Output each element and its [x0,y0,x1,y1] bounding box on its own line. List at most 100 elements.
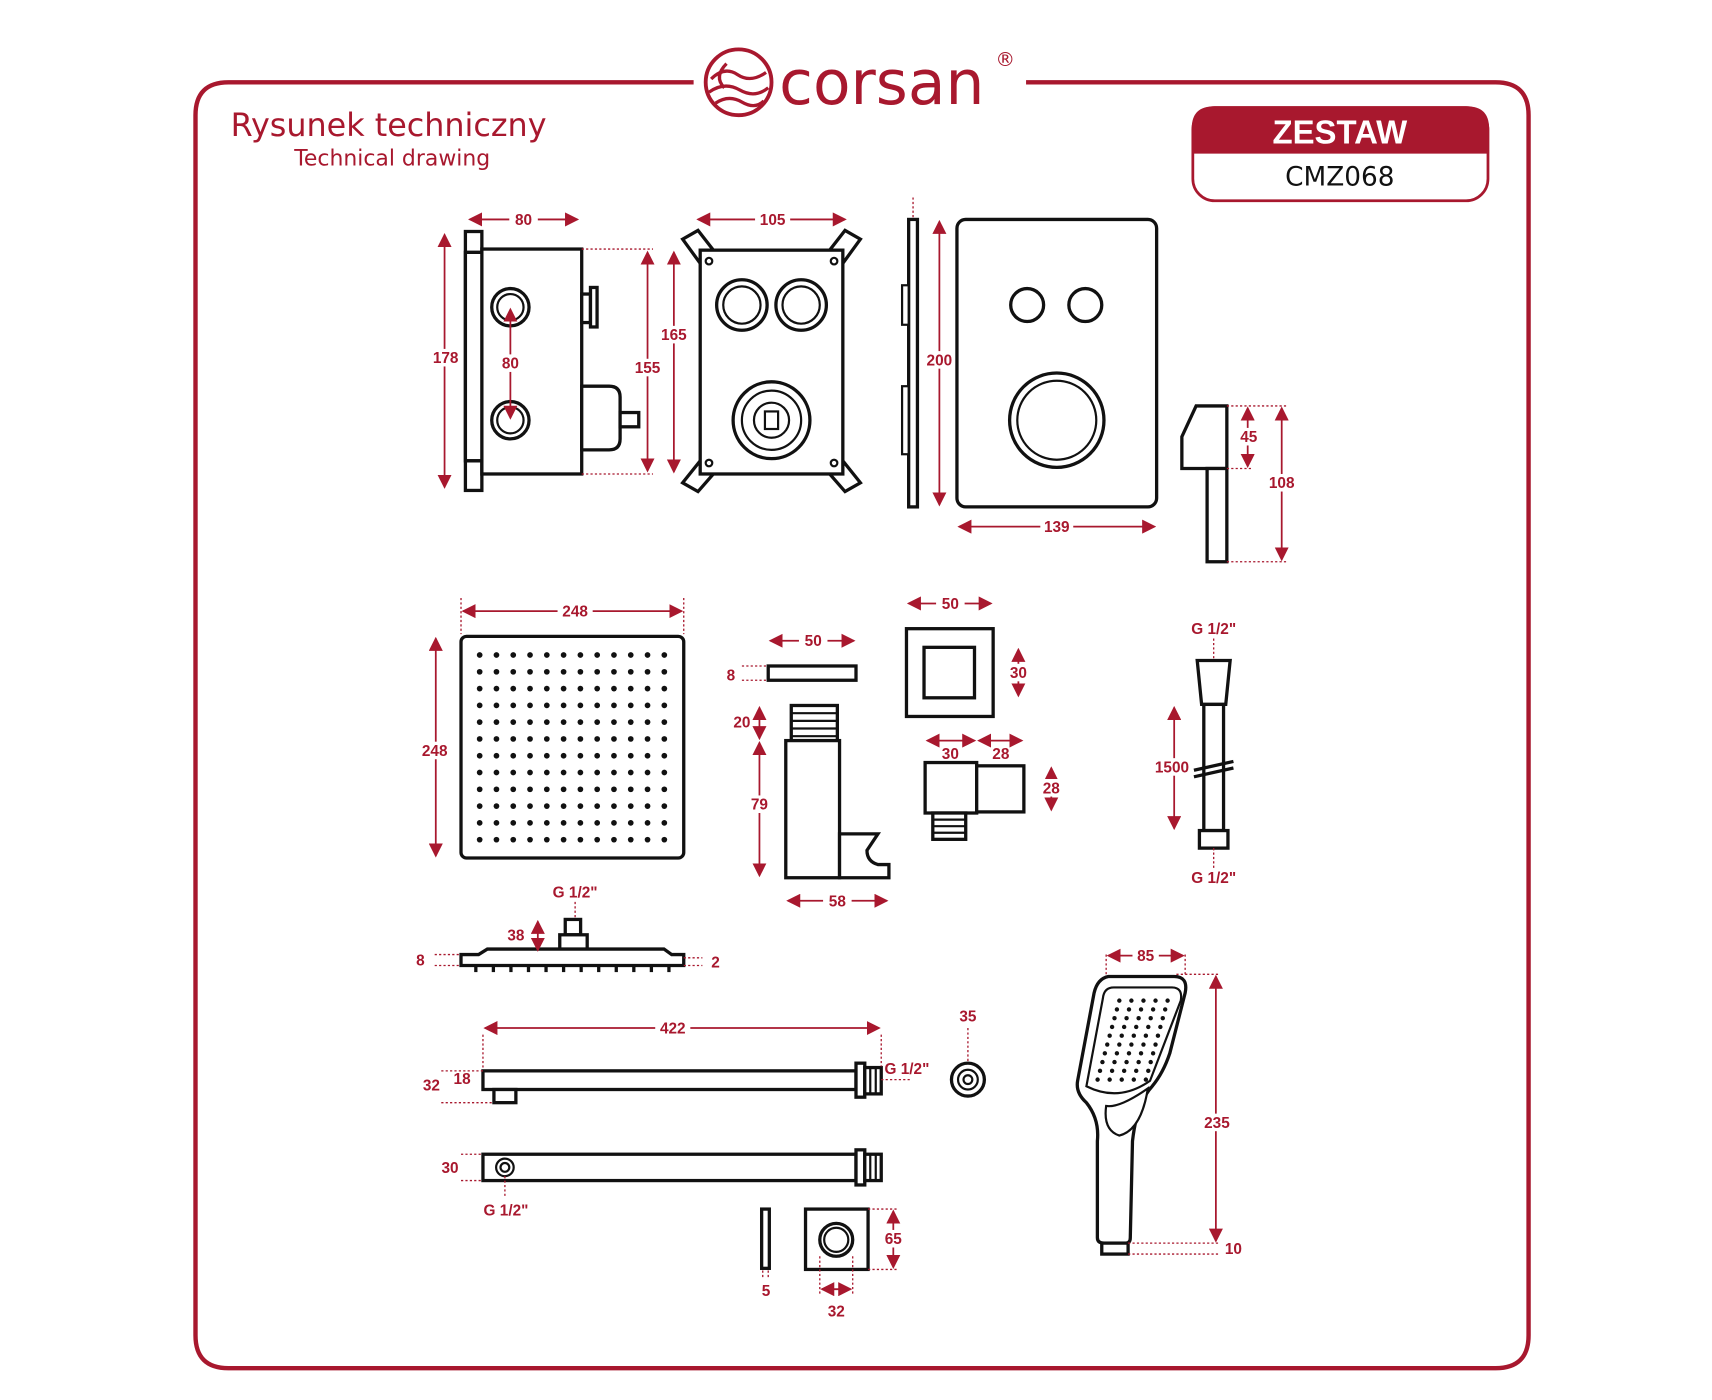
nozzle-dot [493,736,500,742]
spray-dot [1143,1077,1149,1082]
nozzle-dot [527,803,533,809]
nozzle-dot [493,685,500,692]
nozzle-dot [611,668,617,675]
registered-mark: ® [995,48,1015,71]
nozzle-dot [543,719,550,726]
nozzle-dot [560,702,567,709]
dim-flange-width: 50 [942,596,959,613]
nozzle-tip [491,965,496,973]
dim-wall-plate: 65 [885,1231,903,1248]
nozzle-dot [476,803,483,809]
nozzle-dot [661,702,668,709]
dim-arm2-thread: G 1/2" [484,1203,529,1220]
nozzle-dot [493,786,500,793]
spray-dot [1102,1051,1108,1056]
nozzle-dot [644,652,651,658]
nozzle-dot [560,719,567,726]
brand-name: corsan [779,48,984,119]
nozzle-dot [560,668,567,675]
nozzle-dot [543,803,550,809]
nozzle-dot [594,769,601,776]
spray-dot [1150,1051,1156,1056]
nozzle-dot [627,820,634,826]
nozzle-dot [644,803,651,809]
nozzle-dot [611,752,617,759]
nozzle-dot [510,736,517,742]
nozzle-dot [577,786,584,793]
dim-hand-thread: 10 [1225,1241,1242,1258]
nozzle-dot [594,652,601,658]
nozzle-dot [577,668,584,675]
nozzle-dot [527,685,533,692]
nozzle-dot [661,652,668,658]
dim-arm-thread: G 1/2" [885,1061,930,1078]
nozzle-dot [611,769,617,776]
nozzle-dot [594,752,601,759]
nozzle-dot [577,685,584,692]
spray-dot [1136,1059,1141,1065]
nozzle-dot [611,652,617,658]
spray-dot [1165,998,1170,1003]
nozzle-dot [594,820,601,826]
nozzle-dot [543,702,550,709]
spray-dot [1153,998,1158,1003]
nozzle-dot [577,736,584,742]
nozzle-dot [661,685,668,692]
shower-arm-top-view: 30 G 1/2" [441,1148,883,1220]
dim-hand-width: 85 [1137,948,1155,965]
spray-dot [1114,1051,1120,1056]
nozzle-dot [476,736,483,742]
dim-head-thickness: 8 [416,953,425,970]
nozzle-tip [649,965,654,973]
spray-dot [1124,1015,1129,1021]
nozzle-dot [493,752,500,759]
nozzle-dot [493,820,500,826]
dim-bracket-height: 79 [751,797,768,814]
nozzle-dot [644,820,651,826]
spray-dot [1124,1059,1129,1065]
spray-dot [1148,1059,1153,1065]
nozzle-dot [527,752,533,759]
spray-dot [1141,1042,1146,1047]
nozzle-dot [543,752,550,759]
product-badge: ZESTAW CMZ068 [1191,106,1490,203]
nozzle-dot [543,836,550,843]
nozzle-dot [510,769,517,776]
spray-dot [1107,1033,1112,1038]
nozzle-dot [594,719,601,726]
dim-head-edge: 2 [711,955,720,972]
nozzle-dot [577,652,584,658]
nozzle-dot [661,820,668,826]
dim-plate-height: 200 [927,352,953,369]
nozzle-dot [594,736,601,742]
nozzle-dot [476,769,483,776]
nozzle-dot [644,786,651,793]
nozzle-dot [543,736,550,742]
nozzle-dot [627,668,634,675]
nozzle-dot [611,786,617,793]
nozzle-dot [594,836,601,843]
nozzle-dot [577,820,584,826]
nozzle-dot [577,836,584,843]
nozzle-dot [476,719,483,726]
dim-hose-length: 1500 [1155,759,1189,776]
nozzle-dot [644,752,651,759]
nozzle-dot [543,769,550,776]
dim-arm-total: 32 [423,1078,440,1095]
dim-rosette: 35 [959,1008,977,1025]
nozzle-dot [476,652,483,658]
concealed-box-front-view: 105 165 [658,209,863,494]
nozzle-dot [611,719,617,726]
nozzle-tip [632,965,636,973]
nozzle-dot [543,668,550,675]
spray-dot [1131,1077,1136,1082]
spray-dot [1158,1024,1163,1030]
nozzle-dot [493,769,500,776]
spray-dot [1131,1033,1136,1038]
nozzle-dot [543,820,550,826]
dim-flange-inner: 30 [1010,665,1027,682]
spray-dot [1117,998,1122,1003]
hand-shower: 85 235 10 [1075,945,1242,1258]
nozzle-dot [611,820,617,826]
nozzle-dot [627,652,634,658]
